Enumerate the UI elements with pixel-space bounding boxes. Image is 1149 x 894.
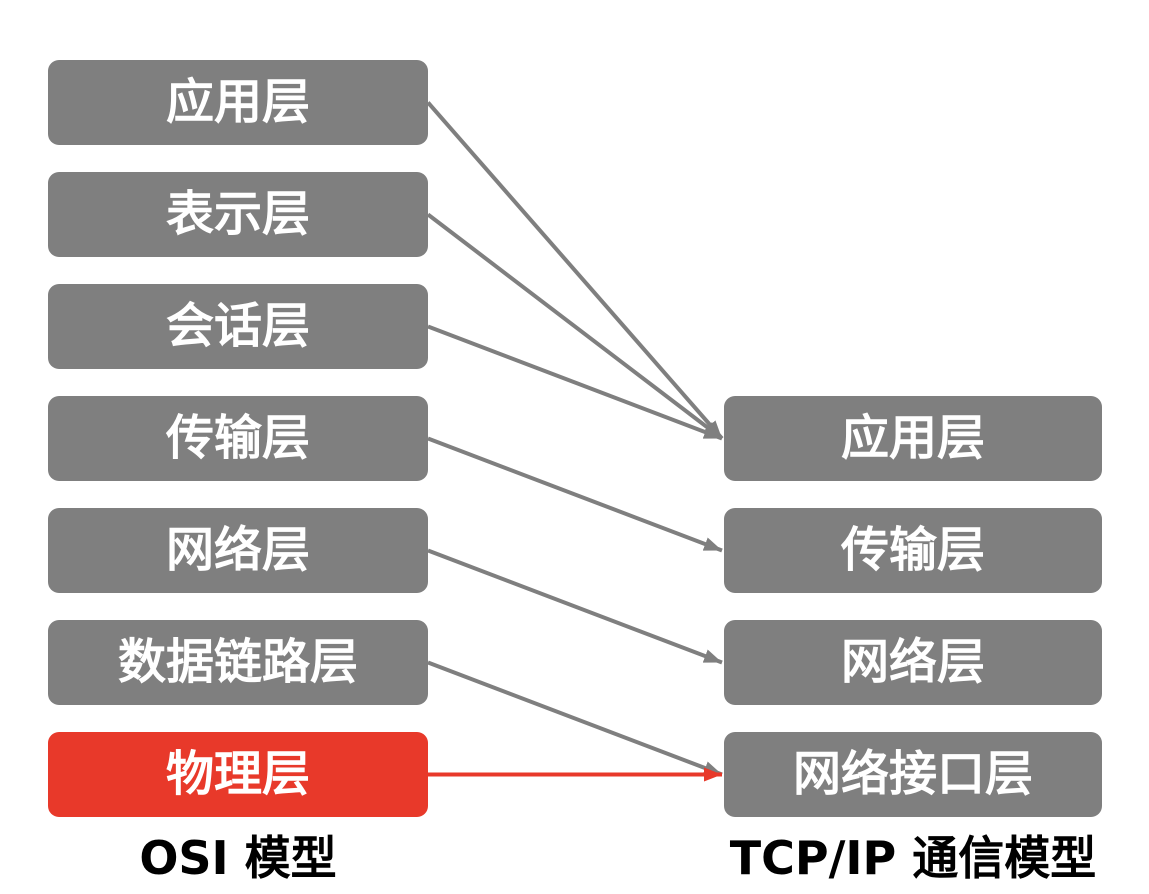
osi-layer-presentation: 表示层 bbox=[48, 172, 428, 257]
osi-layer-application: 应用层 bbox=[48, 60, 428, 145]
osi-layer-network: 网络层 bbox=[48, 508, 428, 593]
mapping-arrow bbox=[427, 660, 723, 777]
tcpip-layer-application: 应用层 bbox=[724, 396, 1102, 481]
mapping-arrow bbox=[426, 101, 724, 440]
mapping-arrow bbox=[427, 436, 723, 553]
arrow-group bbox=[426, 101, 724, 782]
mapping-arrow bbox=[427, 548, 723, 665]
tcpip-layer-transport: 传输层 bbox=[724, 508, 1102, 593]
mapping-arrow bbox=[426, 212, 724, 441]
tcpip-layer-network: 网络层 bbox=[724, 620, 1102, 705]
tcpip-model-label: TCP/IP 通信模型 bbox=[729, 831, 1097, 885]
tcpip-layer-network-interface: 网络接口层 bbox=[724, 732, 1102, 817]
osi-layer-transport: 传输层 bbox=[48, 396, 428, 481]
mapping-arrow bbox=[427, 324, 723, 441]
osi-layer-data-link: 数据链路层 bbox=[48, 620, 428, 705]
osi-layer-physical: 物理层 bbox=[48, 732, 428, 817]
osi-model-label: OSI 模型 bbox=[139, 831, 337, 885]
osi-layer-session: 会话层 bbox=[48, 284, 428, 369]
